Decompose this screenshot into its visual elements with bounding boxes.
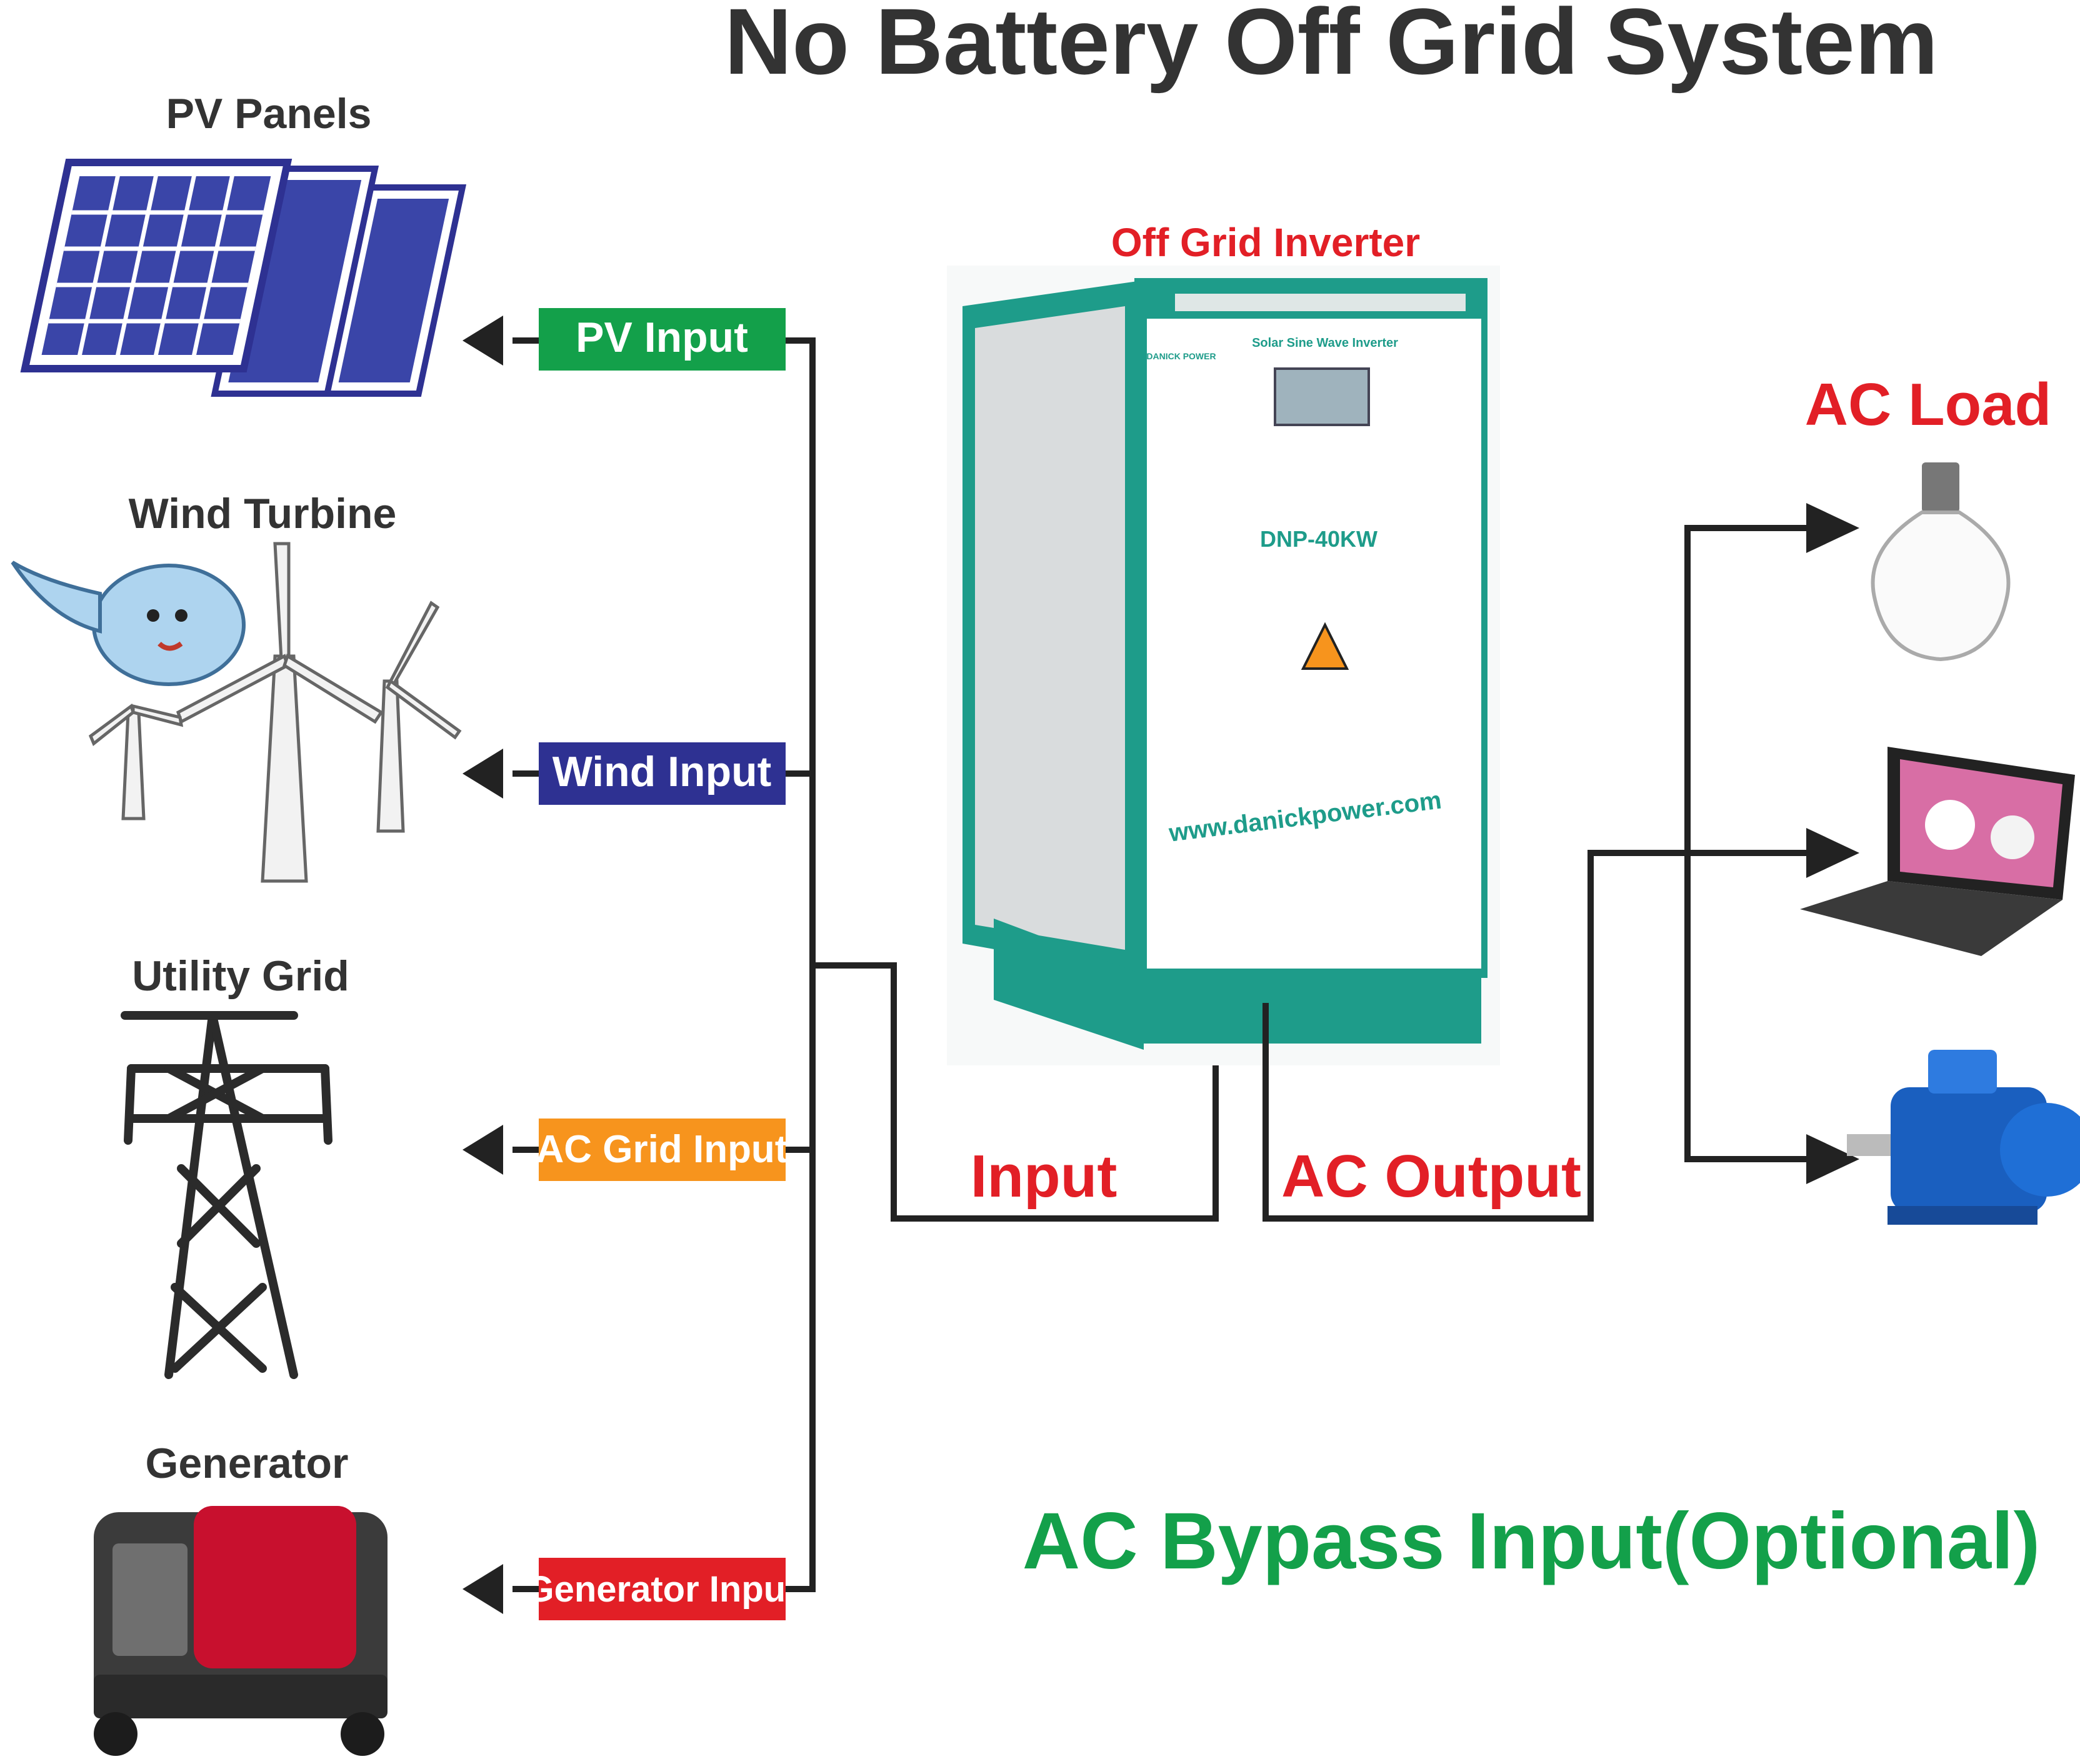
source-arrows	[462, 316, 539, 1614]
generator-input-label: Generator Input	[526, 1569, 798, 1610]
load-arrows	[1806, 503, 1859, 1184]
laptop-icon	[1800, 747, 2075, 956]
inverter-panel-title: Solar Sine Wave Inverter	[1252, 336, 1398, 350]
power-tower-icon	[121, 1011, 332, 1379]
wind-input-label: Wind Input	[552, 748, 772, 795]
output-bus-lines	[1262, 525, 1806, 1222]
input-label: Input	[971, 1143, 1118, 1210]
wind-turbine-icon	[11, 542, 462, 883]
generator-icon	[94, 1506, 388, 1756]
inverter-label: Off Grid Inverter	[1111, 220, 1420, 265]
inverter-brand: DANICK POWER	[1146, 351, 1216, 361]
electric-motor-icon	[1847, 1050, 2080, 1225]
ac-grid-input-tag: AC Grid Input	[536, 1119, 788, 1181]
ac-output-label: AC Output	[1281, 1143, 1581, 1210]
wind-input-tag: Wind Input	[539, 742, 786, 805]
inverter-cabinet	[947, 266, 1500, 1065]
pv-input-tag: PV Input	[539, 308, 786, 371]
diagram-title: No Battery Off Grid System	[724, 0, 1938, 94]
light-bulb-icon	[1871, 462, 2011, 662]
pv-input-label: PV Input	[576, 314, 748, 361]
source-label-wind-turbine: Wind Turbine	[129, 490, 397, 537]
inverter-model: DNP-40KW	[1260, 526, 1378, 552]
solar-panel-icon	[20, 159, 467, 397]
bypass-note: AC Bypass Input(Optional)	[1022, 1497, 2040, 1586]
source-label-pv-panels: PV Panels	[166, 90, 372, 137]
generator-input-tag: Generator Input	[526, 1558, 798, 1620]
source-label-generator: Generator	[146, 1440, 349, 1487]
ac-load-label: AC Load	[1805, 371, 2052, 438]
input-bus-lines	[786, 337, 1219, 1592]
source-label-utility-grid: Utility Grid	[132, 952, 349, 1000]
ac-grid-input-label: AC Grid Input	[536, 1128, 788, 1171]
